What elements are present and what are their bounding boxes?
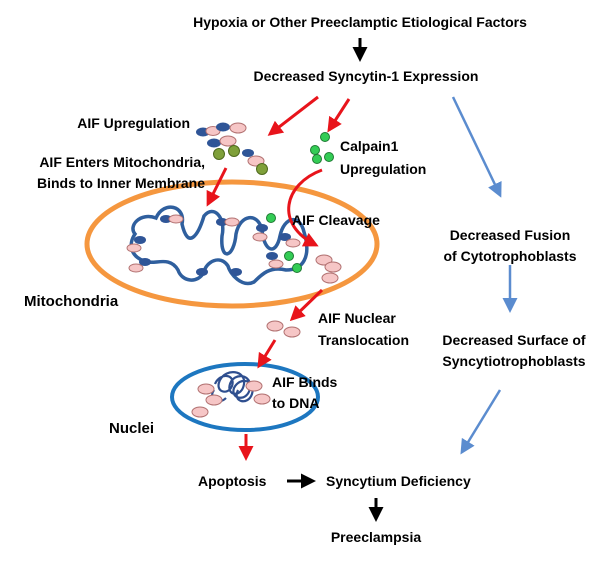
label-aif-nuclear-line2: Translocation <box>318 332 409 348</box>
label-surface-line1: Decreased Surface of <box>442 332 586 348</box>
translocating-aif-proteins <box>266 320 301 338</box>
cleaved-aif-proteins <box>315 254 342 284</box>
label-preeclampsia: Preeclampsia <box>331 529 421 545</box>
label-aif-binds-line2: to DNA <box>272 395 319 411</box>
red-arrow-syncytin-to-calpain <box>327 98 351 133</box>
membrane-aif-proteins <box>126 214 301 276</box>
upregulated-aif-cluster <box>196 122 268 175</box>
blue-arrow-surface-to-syncytium <box>460 389 502 455</box>
label-aif-nuclear-line1: AIF Nuclear <box>318 310 396 326</box>
label-nuclei: Nuclei <box>109 420 154 437</box>
label-fusion-line2: of Cytotrophoblasts <box>444 248 577 264</box>
calpain1-cluster <box>310 132 334 164</box>
label-aif-binds-line1: AIF Binds <box>272 374 338 390</box>
label-calpain-line2: Upregulation <box>340 161 426 177</box>
blue-arrow-syncytin-to-fusion <box>451 96 502 198</box>
label-hypoxia: Hypoxia or Other Preeclamptic Etiologica… <box>193 14 527 30</box>
label-calpain-line1: Calpain1 <box>340 138 399 154</box>
red-arrow-cleaved-to-translocation <box>289 288 324 322</box>
red-arrow-calpain-to-cleavage <box>287 168 323 247</box>
dna-bound-aif <box>191 380 271 418</box>
label-syncytin: Decreased Syncytin-1 Expression <box>254 68 479 84</box>
label-surface-line2: Syncytiotrophoblasts <box>442 353 585 369</box>
calpain-inside-mitochondrion <box>266 213 302 273</box>
label-aif-enters-line1: AIF Enters Mitochondria, <box>39 154 205 170</box>
label-aif-upregulation: AIF Upregulation <box>77 115 190 131</box>
label-mitochondria: Mitochondria <box>24 293 119 310</box>
red-arrow-syncytin-to-aif-upregulation <box>267 95 319 136</box>
red-arrow-aif-into-mitochondria <box>206 167 228 207</box>
mitochondrion-inner-membrane <box>129 205 309 286</box>
label-apoptosis: Apoptosis <box>198 473 267 489</box>
label-syncytium-deficiency: Syncytium Deficiency <box>326 473 471 489</box>
label-aif-enters-line2: Binds to Inner Membrane <box>37 175 205 191</box>
red-arrow-translocation-to-nucleus <box>257 339 277 369</box>
label-aif-cleavage: AIF Cleavage <box>292 212 380 228</box>
label-fusion-line1: Decreased Fusion <box>450 227 571 243</box>
